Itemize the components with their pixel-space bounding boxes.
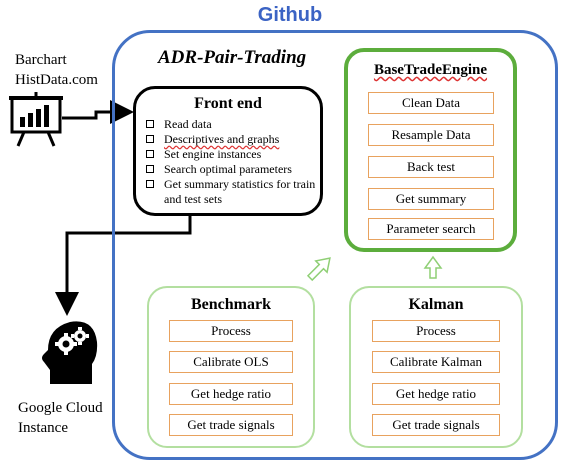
base-trade-engine-box: BaseTradeEngine Clean Data Resample Data… bbox=[344, 48, 517, 252]
engine-item-get-summary: Get summary bbox=[368, 188, 494, 210]
front-end-title: Front end bbox=[194, 95, 262, 112]
benchmark-item-hedge-ratio: Get hedge ratio bbox=[169, 383, 293, 405]
kalman-title: Kalman bbox=[408, 296, 464, 313]
benchmark-item-process: Process bbox=[169, 320, 293, 342]
benchmark-item-trade-signals: Get trade signals bbox=[169, 414, 293, 436]
engine-item-back-test: Back test bbox=[368, 156, 494, 178]
frontend-to-cloud-arrow bbox=[55, 216, 192, 316]
engine-item-resample-data: Resample Data bbox=[368, 124, 494, 146]
data-source-line1: Barchart bbox=[15, 52, 67, 68]
kalman-item-calibrate-kalman: Calibrate Kalman bbox=[372, 351, 500, 373]
project-title: ADR-Pair-Trading bbox=[158, 47, 307, 68]
cloud-line1: Google Cloud bbox=[18, 400, 103, 416]
kalman-item-trade-signals: Get trade signals bbox=[372, 414, 500, 436]
front-end-item: Set engine instances bbox=[146, 147, 322, 162]
benchmark-box: Benchmark Process Calibrate OLS Get hedg… bbox=[147, 286, 315, 448]
checkbox-icon bbox=[146, 135, 154, 143]
benchmark-to-engine-arrow bbox=[306, 257, 331, 282]
source-to-frontend-arrow bbox=[62, 100, 134, 124]
engine-item-clean-data: Clean Data bbox=[368, 92, 494, 114]
checkbox-icon bbox=[146, 150, 154, 158]
checkbox-icon bbox=[146, 120, 154, 128]
checkbox-icon bbox=[146, 180, 154, 188]
base-trade-engine-title: BaseTradeEngine bbox=[373, 62, 488, 78]
front-end-item: Search optimal parameters bbox=[146, 162, 322, 177]
benchmark-item-calibrate-ols: Calibrate OLS bbox=[169, 351, 293, 373]
front-end-item: Descriptives and graphs bbox=[146, 132, 322, 147]
cloud-line2: Instance bbox=[18, 420, 68, 436]
front-end-item: Get summary statistics for train and tes… bbox=[146, 177, 322, 207]
data-source-line2: HistData.com bbox=[15, 72, 98, 88]
github-title: Github bbox=[257, 4, 323, 26]
kalman-to-engine-arrow bbox=[423, 255, 443, 279]
github-container bbox=[112, 30, 558, 460]
head-gears-icon bbox=[42, 321, 98, 384]
cloud-label: Google Cloud Instance bbox=[18, 398, 103, 438]
engine-item-parameter-search: Parameter search bbox=[368, 218, 494, 240]
benchmark-title: Benchmark bbox=[191, 296, 271, 313]
kalman-item-hedge-ratio: Get hedge ratio bbox=[372, 383, 500, 405]
kalman-box: Kalman Process Calibrate Kalman Get hedg… bbox=[349, 286, 523, 448]
kalman-item-process: Process bbox=[372, 320, 500, 342]
chart-board-icon bbox=[9, 92, 63, 147]
front-end-list: Read data Descriptives and graphs Set en… bbox=[146, 117, 322, 207]
data-source-label: Barchart HistData.com bbox=[15, 50, 98, 90]
front-end-item: Read data bbox=[146, 117, 322, 132]
checkbox-icon bbox=[146, 165, 154, 173]
front-end-box: Front end Read data Descriptives and gra… bbox=[133, 86, 323, 216]
